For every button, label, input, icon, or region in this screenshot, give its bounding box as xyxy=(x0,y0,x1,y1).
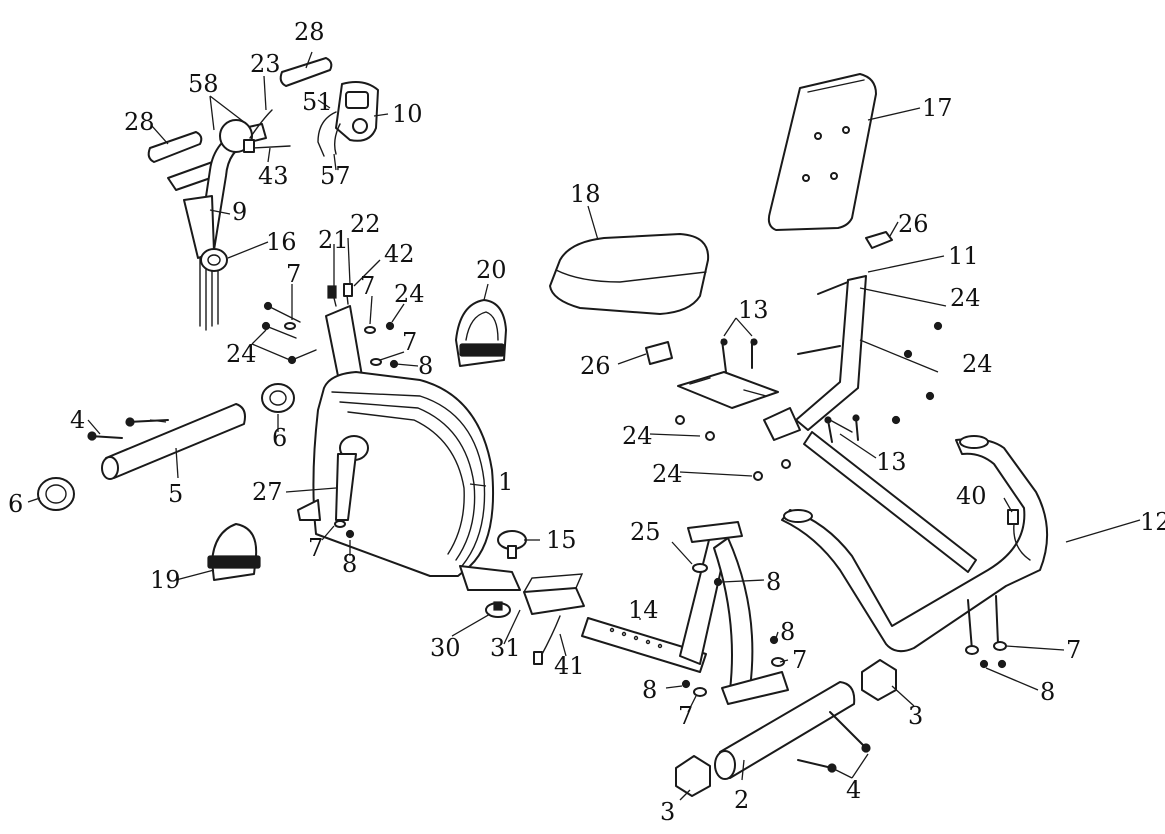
part-2-rear-stabilizer xyxy=(714,681,856,780)
part-51-cable xyxy=(317,111,341,157)
callout-5: 5 xyxy=(168,480,183,508)
callout-25: 25 xyxy=(630,518,661,546)
part-10-console xyxy=(335,81,379,142)
callout-57: 57 xyxy=(320,162,351,190)
callout-7: 7 xyxy=(286,260,301,288)
callout-3: 3 xyxy=(908,702,923,730)
part-4-bolt-rear xyxy=(797,711,871,773)
part-5-front-stabilizer xyxy=(101,403,246,480)
part-21-cable-upper xyxy=(327,283,353,307)
callout-8: 8 xyxy=(1040,678,1055,706)
part-9-handlebar-post xyxy=(167,119,267,331)
callout-3: 3 xyxy=(660,798,675,826)
callout-24: 24 xyxy=(622,422,653,450)
part-seat-bracket xyxy=(677,338,779,409)
part-3-end-cap-rear-right xyxy=(861,659,897,701)
callout-26: 26 xyxy=(898,210,929,238)
hardware-screws-13 xyxy=(824,414,860,443)
callout-8: 8 xyxy=(766,568,781,596)
part-31-sleeve xyxy=(523,573,585,615)
callout-24: 24 xyxy=(962,350,993,378)
callout-26: 26 xyxy=(580,352,611,380)
callout-8: 8 xyxy=(418,352,433,380)
callout-21: 21 xyxy=(318,226,349,254)
part-15-adjust-knob xyxy=(497,530,527,559)
callout-27: 27 xyxy=(252,478,283,506)
part-16-knob xyxy=(200,248,228,272)
callout-16: 16 xyxy=(266,228,297,256)
part-18-seat-cushion xyxy=(549,233,710,315)
callout-8: 8 xyxy=(342,550,357,578)
part-12-seat-handle-frame xyxy=(781,435,1049,653)
callout-30: 30 xyxy=(430,634,461,662)
callout-22: 22 xyxy=(350,210,381,238)
part-26-end-cap-lower xyxy=(645,341,673,365)
callout-9: 9 xyxy=(232,198,247,226)
callout-24: 24 xyxy=(394,280,425,308)
part-4-bolt-front xyxy=(87,417,169,441)
part-6-end-cap-front-right xyxy=(261,383,295,413)
callout-12: 12 xyxy=(1140,508,1165,536)
callout-2: 2 xyxy=(734,786,749,814)
callout-19: 19 xyxy=(150,566,181,594)
callout-24: 24 xyxy=(950,284,981,312)
part-25-washer xyxy=(692,563,708,573)
callout-10: 10 xyxy=(392,100,423,128)
part-19-pedal-left xyxy=(207,523,261,581)
callout-7: 7 xyxy=(308,534,323,562)
callout-7: 7 xyxy=(402,328,417,356)
part-1-main-frame xyxy=(297,305,521,591)
callout-28: 28 xyxy=(124,108,155,136)
callout-31: 31 xyxy=(490,634,521,662)
callout-24: 24 xyxy=(226,340,257,368)
callout-15: 15 xyxy=(546,526,577,554)
callout-40: 40 xyxy=(956,482,987,510)
callout-18: 18 xyxy=(570,180,601,208)
callout-6: 6 xyxy=(8,490,23,518)
callout-43: 43 xyxy=(258,162,289,190)
callout-4: 4 xyxy=(846,776,861,804)
part-28-foam-grip-left xyxy=(147,131,203,163)
callout-13: 13 xyxy=(876,448,907,476)
part-3-end-cap-rear-left xyxy=(675,755,711,797)
callout-20: 20 xyxy=(476,256,507,284)
callout-24: 24 xyxy=(652,460,683,488)
callout-11: 11 xyxy=(948,242,979,270)
callout-41: 41 xyxy=(554,652,585,680)
hardware-screws xyxy=(261,301,943,481)
callout-7: 7 xyxy=(678,702,693,730)
callout-7: 7 xyxy=(1066,636,1081,664)
callout-labels: 28 28 58 23 43 10 51 57 9 16 21 22 42 7 … xyxy=(8,18,1165,826)
part-26-end-cap-upper xyxy=(865,231,893,249)
callout-28: 28 xyxy=(294,18,325,46)
part-28-foam-grip-right xyxy=(279,57,333,87)
part-40-pulse-wire xyxy=(1007,509,1031,561)
part-6-end-cap-front-left xyxy=(37,477,75,511)
callout-42: 42 xyxy=(384,240,415,268)
hardware-nuts xyxy=(345,359,1007,689)
callout-1: 1 xyxy=(498,468,513,496)
hardware-washers xyxy=(284,322,1007,697)
callout-8: 8 xyxy=(642,676,657,704)
callout-13: 13 xyxy=(738,296,769,324)
callout-8: 8 xyxy=(780,618,795,646)
part-17-backrest xyxy=(767,73,877,231)
callout-14: 14 xyxy=(628,596,659,624)
part-30-leveler xyxy=(485,601,511,618)
part-23-sensor-cable xyxy=(243,109,291,153)
part-14-rear-rail xyxy=(581,521,789,705)
callout-51: 51 xyxy=(302,88,333,116)
callout-4: 4 xyxy=(70,406,85,434)
callout-17: 17 xyxy=(922,94,953,122)
callout-7: 7 xyxy=(360,272,375,300)
callout-58: 58 xyxy=(188,70,219,98)
leader-lines xyxy=(27,51,1141,801)
callout-7: 7 xyxy=(792,646,807,674)
part-20-pedal-right xyxy=(455,299,507,367)
part-11-backrest-frame xyxy=(763,275,977,573)
part-41-sensor-wire xyxy=(533,615,561,665)
callout-6: 6 xyxy=(272,424,287,452)
callout-23: 23 xyxy=(250,50,281,78)
